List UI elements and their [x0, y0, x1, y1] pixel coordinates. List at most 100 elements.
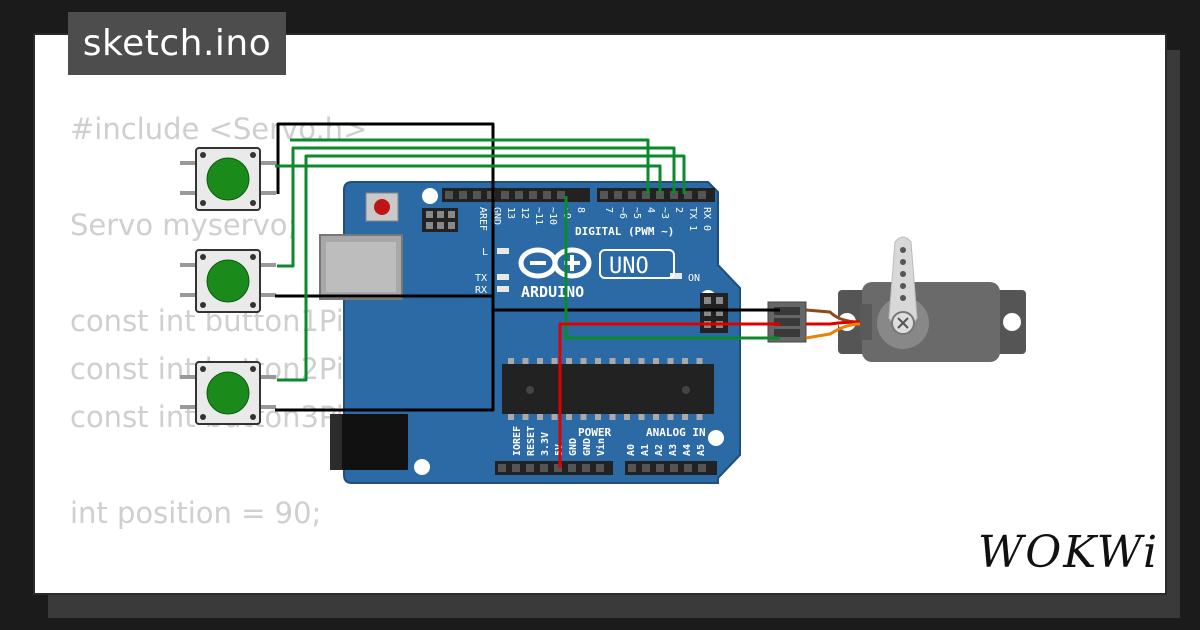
button-cap[interactable]	[206, 157, 250, 201]
top-pin-label: 13	[505, 207, 516, 219]
led-rx	[497, 286, 509, 292]
pin-hole[interactable]	[670, 191, 678, 199]
pin-hole[interactable]	[487, 191, 495, 199]
top-pin-label: ~5	[631, 207, 642, 219]
code-line: void setup() {	[70, 585, 433, 593]
bottom-pin-holes	[498, 464, 706, 472]
pin-hole[interactable]	[557, 191, 565, 199]
pin-hole[interactable]	[628, 191, 636, 199]
top-pin-label: 8	[575, 207, 586, 213]
servo-motor[interactable]	[767, 236, 1026, 362]
pin-hole[interactable]	[684, 191, 692, 199]
wire-signal[interactable]	[290, 138, 650, 194]
led-tx	[497, 274, 509, 280]
atmega-chip	[502, 364, 714, 414]
chip-pins	[508, 358, 703, 420]
top-pin-label: ~11	[533, 207, 544, 225]
bottom-pin-label: A2	[654, 444, 665, 456]
pin-hole[interactable]	[614, 191, 622, 199]
pin-hole[interactable]	[670, 464, 678, 472]
button-cap[interactable]	[206, 259, 250, 303]
mount-hole	[422, 188, 438, 204]
pin-hole[interactable]	[568, 464, 576, 472]
top-pin-label: TX 1	[687, 207, 698, 231]
top-pin-label: 12	[519, 207, 530, 219]
top-pin-label: RX 0	[701, 207, 712, 231]
pin-hole[interactable]	[642, 464, 650, 472]
led-l	[497, 248, 509, 254]
top-pin-label: 2	[673, 207, 684, 213]
pin-hole[interactable]	[656, 464, 664, 472]
wire-power[interactable]	[558, 322, 780, 468]
pin-hole[interactable]	[529, 191, 537, 199]
wire-signal[interactable]	[277, 146, 676, 268]
wire-signal[interactable]	[275, 164, 662, 194]
code-line: int position = 90;	[70, 496, 322, 530]
wire-signal[interactable]	[564, 196, 780, 340]
pin-hole[interactable]	[540, 464, 548, 472]
bottom-pin-label: IOREF	[512, 426, 523, 456]
pin-hole[interactable]	[526, 464, 534, 472]
power-jack	[330, 414, 408, 470]
button-cap[interactable]	[206, 371, 250, 415]
pin-hole[interactable]	[473, 191, 481, 199]
servo-mount-hole	[1003, 313, 1021, 331]
pin-hole[interactable]	[698, 191, 706, 199]
pin-hole[interactable]	[684, 464, 692, 472]
pin-hole[interactable]	[600, 191, 608, 199]
pin-hole[interactable]	[501, 191, 509, 199]
file-tab[interactable]: sketch.ino	[68, 12, 286, 75]
pin-hole[interactable]	[554, 464, 562, 472]
wokwi-logo: WOKWi	[978, 526, 1160, 578]
pin-hole[interactable]	[515, 191, 523, 199]
top-pin-holes	[445, 191, 706, 199]
wire-servo-power[interactable]	[806, 320, 861, 326]
bottom-pin-label: RESET	[526, 426, 537, 456]
bottom-pin-label: A3	[668, 444, 679, 456]
bottom-pin-label: A0	[626, 444, 637, 456]
model-label: UNO	[609, 254, 649, 279]
pin-hole[interactable]	[445, 191, 453, 199]
analog-header-label: ANALOG IN	[646, 426, 706, 439]
led-on	[670, 273, 682, 279]
bottom-pin-label: GND	[568, 438, 579, 456]
pin-hole[interactable]	[512, 464, 520, 472]
mount-hole	[708, 430, 724, 446]
pin-hole[interactable]	[628, 464, 636, 472]
led-l-label: L	[482, 247, 488, 258]
pin-hole[interactable]	[656, 191, 664, 199]
bottom-pin-label: Vin	[595, 438, 607, 456]
top-pin-label: 7	[603, 207, 614, 213]
top-pin-label: ~3	[659, 207, 670, 219]
button-1[interactable]	[180, 147, 276, 211]
pin-hole[interactable]	[698, 464, 706, 472]
arduino-brand-label: ARDUINO	[521, 283, 584, 301]
pin-hole[interactable]	[582, 464, 590, 472]
led-on-label: ON	[688, 273, 700, 284]
mount-hole	[414, 459, 430, 475]
push-buttons	[180, 147, 276, 425]
wire-servo-signal[interactable]	[805, 322, 861, 340]
top-pin-label: 4	[645, 207, 656, 213]
reset-button-cap[interactable]	[374, 199, 390, 215]
bottom-pin-label: 3.3V	[540, 432, 551, 456]
bottom-pin-label: A4	[682, 444, 693, 456]
button-2[interactable]	[180, 249, 276, 313]
bottom-pin-label: A1	[640, 444, 651, 456]
usb-connector-inner	[326, 242, 396, 292]
wires	[275, 122, 861, 468]
pin-hole[interactable]	[459, 191, 467, 199]
icsp-header	[422, 208, 458, 232]
wire-signal[interactable]	[277, 154, 686, 382]
power-header-label: POWER	[578, 426, 611, 439]
pin-hole[interactable]	[498, 464, 506, 472]
wire-ground[interactable]	[275, 122, 495, 412]
servo-horn-holes	[900, 247, 906, 301]
pin-hole[interactable]	[596, 464, 604, 472]
pin-hole[interactable]	[543, 191, 551, 199]
model-badge	[599, 249, 675, 279]
code-line: Servo myservo;	[70, 208, 298, 242]
button-3[interactable]	[180, 361, 276, 425]
pin-hole[interactable]	[642, 191, 650, 199]
